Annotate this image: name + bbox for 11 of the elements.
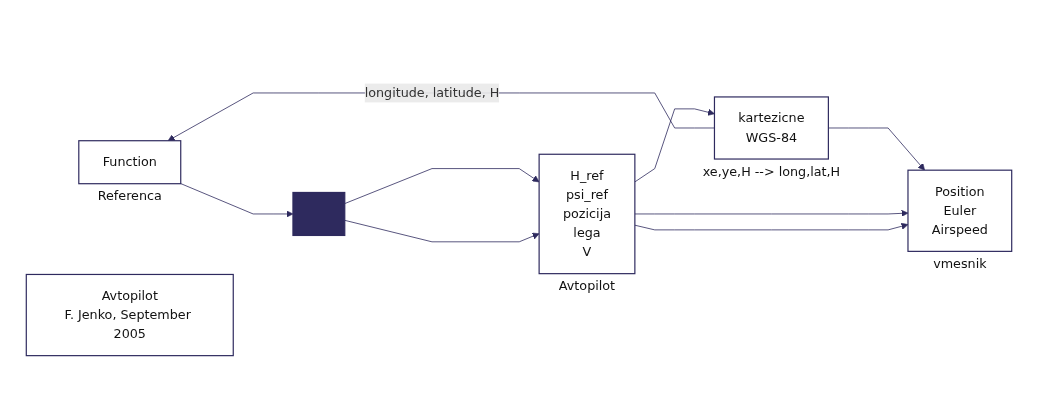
node-box: kartezicne WGS-84 — [713, 96, 829, 161]
node-box: Avtopilot F. Jenko, September 2005 — [25, 274, 234, 357]
node-box: Function — [78, 140, 182, 185]
node-label: xe,ye,H --> long,lat,H — [702, 164, 841, 180]
node-box: Position Euler Airspeed — [907, 170, 1013, 253]
node-label: Referenca — [97, 188, 162, 204]
node-label: vmesnik — [933, 256, 987, 272]
edge-label: longitude, latitude, H — [364, 85, 500, 101]
node-label: Avtopilot — [558, 278, 616, 294]
node-bar — [292, 192, 346, 237]
node-box: H_ref psi_ref pozicija lega V — [538, 154, 636, 275]
